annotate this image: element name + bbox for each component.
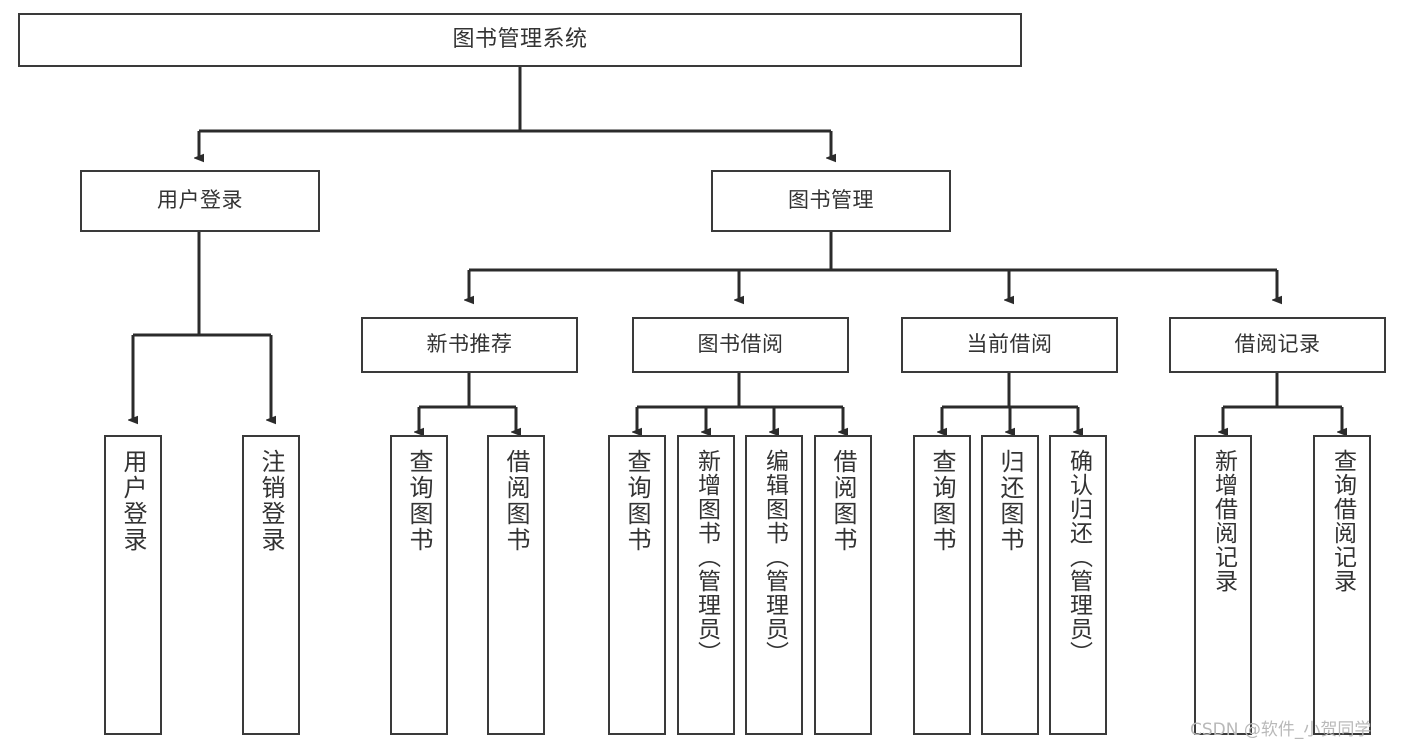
node-new-book-recommendation[interactable]: 新书推荐 <box>361 317 578 373</box>
node-label: 注销登录 <box>257 449 285 553</box>
node-label: 查询借阅记录 <box>1329 449 1356 593</box>
leaf-borrow-borrow-books[interactable]: 借阅图书 <box>814 435 872 735</box>
node-book-borrowing[interactable]: 图书借阅 <box>632 317 849 373</box>
node-label: 借阅图书 <box>829 449 857 553</box>
leaf-record-add-borrow-record[interactable]: 新增借阅记录 <box>1194 435 1252 735</box>
node-label: 图书管理 <box>788 188 874 213</box>
node-label: 新增借阅记录 <box>1210 449 1237 593</box>
leaf-user-login-signin[interactable]: 用户登录 <box>104 435 162 735</box>
leaf-borrow-edit-book-admin[interactable]: 编辑图书（管理员） <box>745 435 803 735</box>
node-user-login[interactable]: 用户登录 <box>80 170 320 232</box>
leaf-new-book-query-books[interactable]: 查询图书 <box>390 435 448 735</box>
node-label: 借阅记录 <box>1234 332 1321 357</box>
node-label: 新增图书（管理员） <box>693 449 720 665</box>
leaf-current-return-books[interactable]: 归还图书 <box>981 435 1039 735</box>
node-book-management[interactable]: 图书管理 <box>711 170 951 232</box>
node-label: 用户登录 <box>119 449 147 553</box>
node-label: 查询图书 <box>928 449 956 553</box>
node-label: 当前借阅 <box>966 332 1053 357</box>
node-label: 借阅图书 <box>502 449 530 553</box>
leaf-current-confirm-return-admin[interactable]: 确认归还（管理员） <box>1049 435 1107 735</box>
node-label: 查询图书 <box>623 449 651 553</box>
csdn-watermark: CSDN @软件_小贺同学 <box>1190 720 1372 740</box>
leaf-borrow-add-book-admin[interactable]: 新增图书（管理员） <box>677 435 735 735</box>
leaf-user-login-signout[interactable]: 注销登录 <box>242 435 300 735</box>
node-label: 新书推荐 <box>426 332 513 357</box>
node-label: 查询图书 <box>405 449 433 553</box>
node-borrow-records[interactable]: 借阅记录 <box>1169 317 1386 373</box>
leaf-new-book-borrow-books[interactable]: 借阅图书 <box>487 435 545 735</box>
node-label: 图书管理系统 <box>452 26 588 52</box>
node-label: 用户登录 <box>157 188 243 213</box>
leaf-current-query-books[interactable]: 查询图书 <box>913 435 971 735</box>
node-root-book-management-system[interactable]: 图书管理系统 <box>18 13 1022 67</box>
node-label: 归还图书 <box>996 449 1024 553</box>
node-label: 图书借阅 <box>697 332 784 357</box>
node-label: 确认归还（管理员） <box>1065 449 1092 665</box>
leaf-borrow-query-books[interactable]: 查询图书 <box>608 435 666 735</box>
leaf-record-query-borrow-record[interactable]: 查询借阅记录 <box>1313 435 1371 735</box>
node-label: 编辑图书（管理员） <box>761 449 788 665</box>
node-current-borrowing[interactable]: 当前借阅 <box>901 317 1118 373</box>
